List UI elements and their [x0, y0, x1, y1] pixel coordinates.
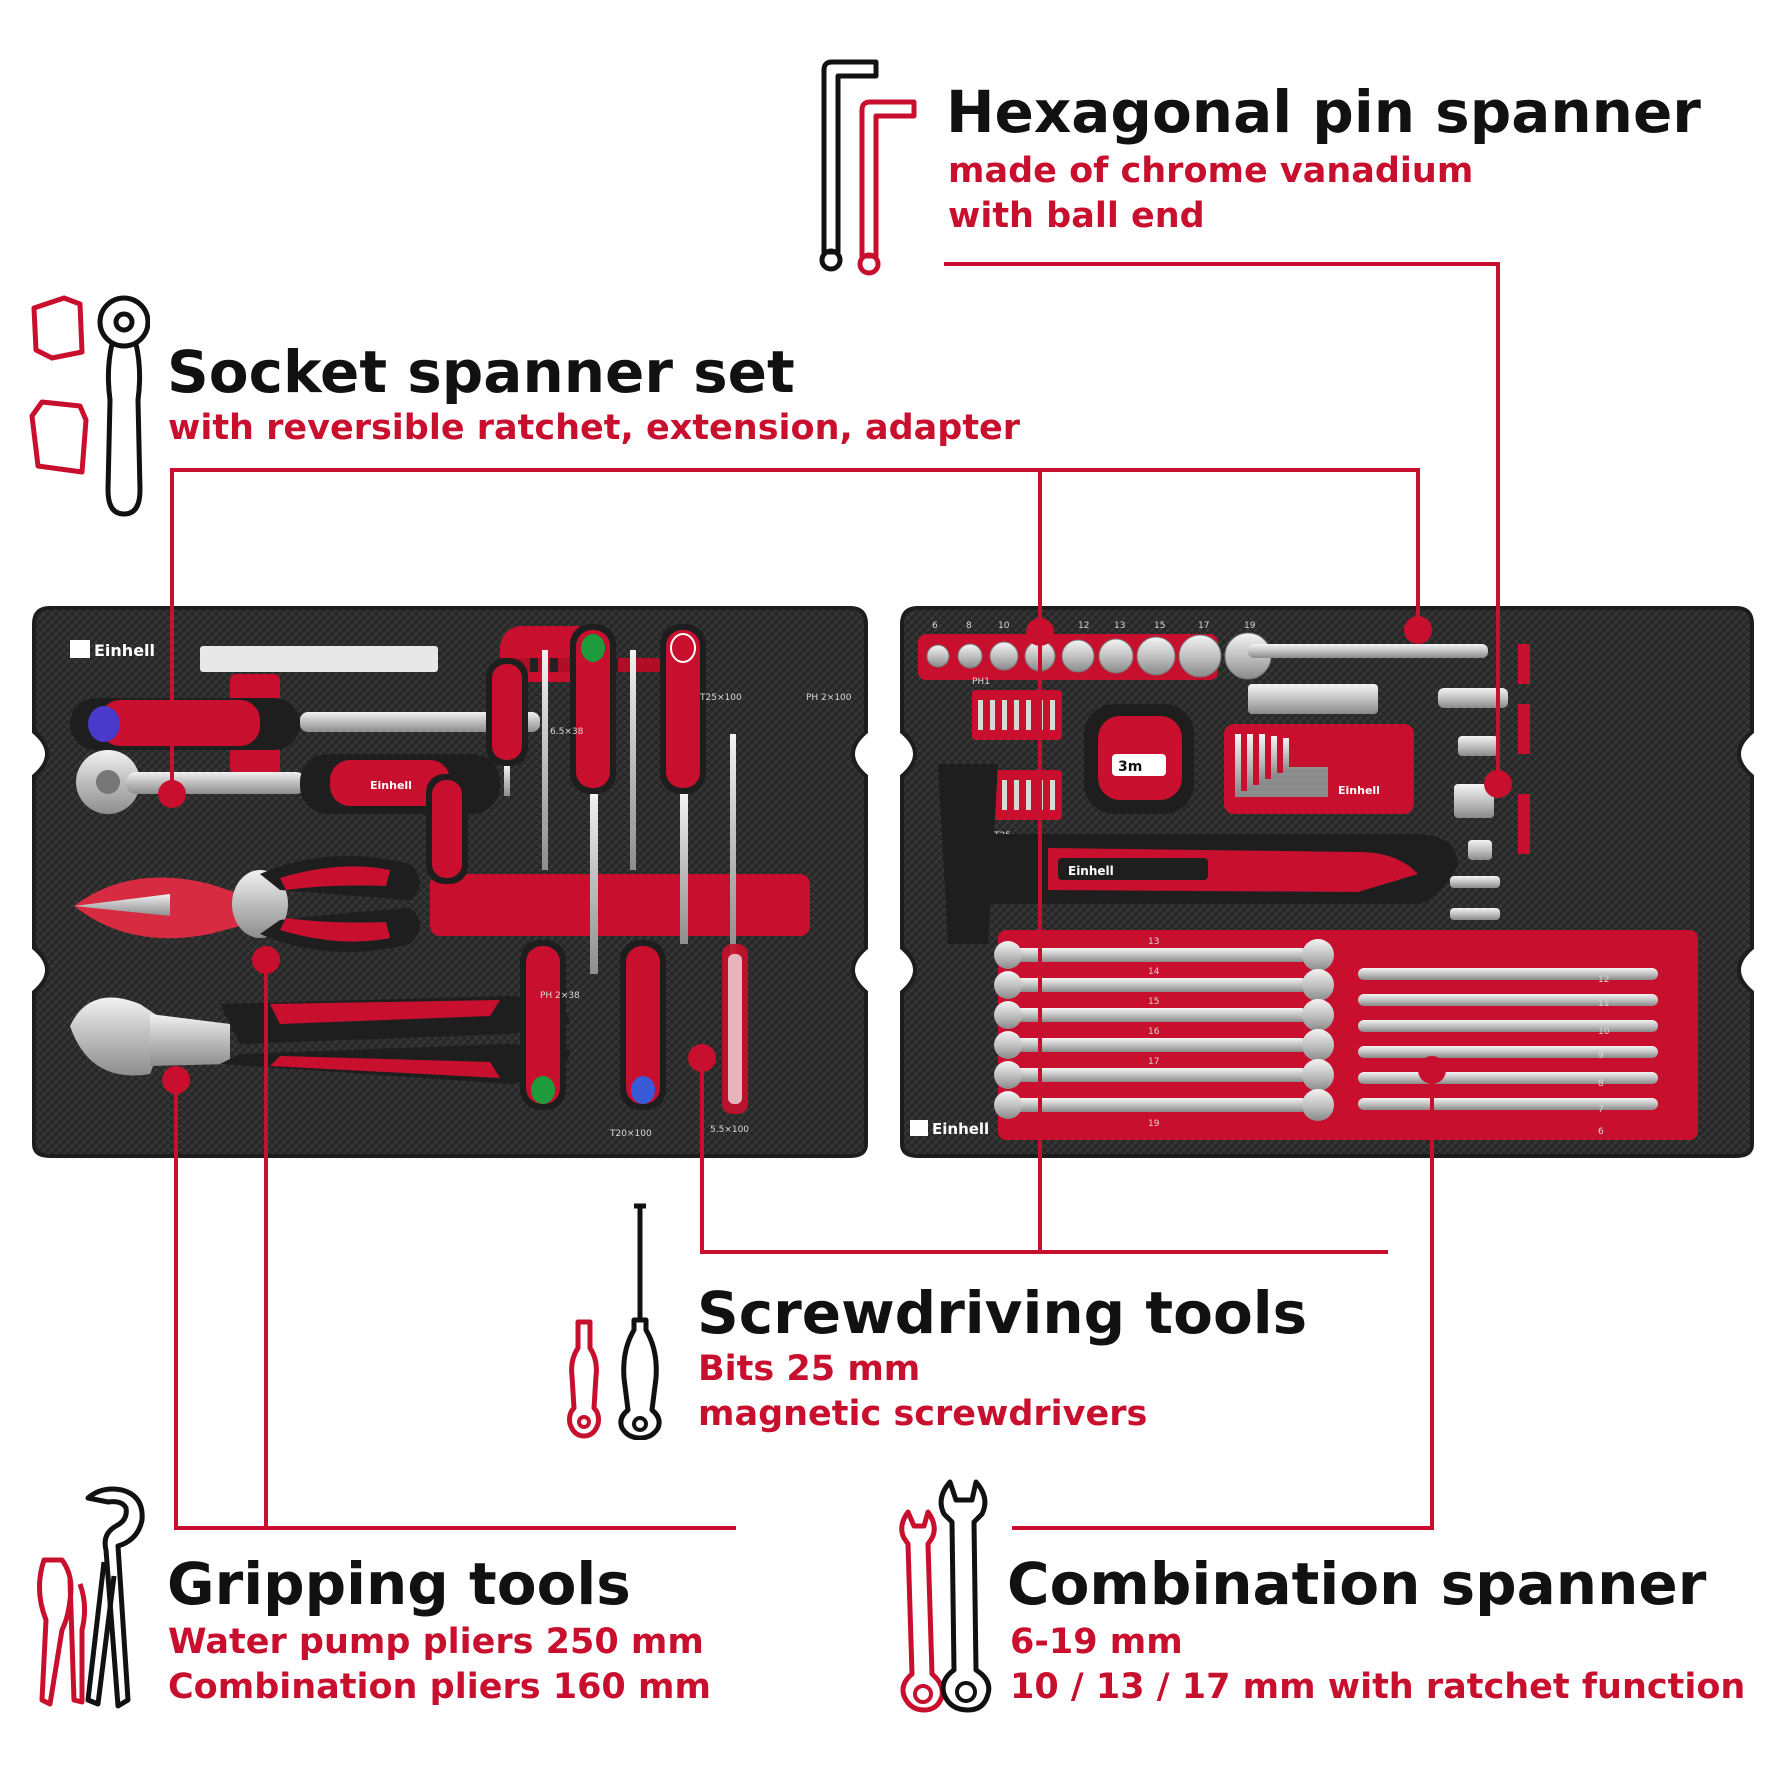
svg-text:Einhell: Einhell	[370, 779, 412, 792]
spanner-label-12: 12	[1598, 975, 1609, 985]
hex-line-2: with ball end	[948, 196, 1205, 236]
socket-label-19: 19	[1244, 621, 1256, 631]
socket-label-8: 8	[966, 621, 972, 631]
label-t20x100: T20×100	[609, 1129, 652, 1139]
spanner-label-10: 10	[1598, 1027, 1610, 1037]
right-tool-tray: 6 8 10 11 12 13 15 17 19 PH1 T25 3m Einh…	[900, 606, 1754, 1158]
screwdriver-icon	[567, 1203, 662, 1440]
spanner-label-8: 8	[1598, 1079, 1604, 1089]
label-ph2x38: PH 2×38	[540, 991, 580, 1001]
screw-line-1: Bits 25 mm	[698, 1349, 921, 1389]
einhell-logo-icon	[70, 640, 90, 658]
logo-left: Einhell	[94, 641, 155, 660]
spanner-label-14: 14	[1148, 967, 1160, 977]
einhell-logo-right-icon	[910, 1120, 928, 1136]
spanner-label-15: 15	[1148, 997, 1159, 1007]
combo-title: Combination spanner	[1007, 1550, 1707, 1618]
spanner-label-9: 9	[1598, 1051, 1604, 1061]
spanner-label-11: 11	[1598, 999, 1609, 1009]
tape-label: 3m	[1118, 759, 1142, 775]
hex-key-icon	[819, 59, 917, 276]
socket-label-10: 10	[998, 621, 1010, 631]
logo-right: Einhell	[932, 1120, 989, 1138]
bits-top-label: PH1	[972, 677, 990, 687]
socket-label-17: 17	[1198, 621, 1209, 631]
spanner-label-16: 16	[1148, 1027, 1160, 1037]
label-65x38: 6.5×38	[550, 727, 584, 737]
socket-label-12: 12	[1078, 621, 1089, 631]
spanner-label-6: 6	[1598, 1127, 1604, 1137]
socket-title: Socket spanner set	[167, 338, 795, 406]
grip-line-1: Water pump pliers 250 mm	[168, 1622, 704, 1662]
spanner-icon	[899, 1479, 992, 1713]
combo-line-1: 6-19 mm	[1010, 1622, 1183, 1662]
label-t25x100: T25×100	[699, 693, 742, 703]
label-55x100: 5.5×100	[710, 1125, 749, 1135]
label-ph2x100: PH 2×100	[806, 693, 852, 703]
grip-line-2: Combination pliers 160 mm	[168, 1667, 711, 1707]
socket-label-6: 6	[932, 621, 938, 631]
screw-line-2: magnetic screwdrivers	[698, 1394, 1148, 1434]
screw-title: Screwdriving tools	[697, 1279, 1308, 1347]
combo-line-2: 10 / 13 / 17 mm with ratchet function	[1010, 1667, 1746, 1707]
socket-ratchet-icon	[29, 295, 150, 517]
socket-line-1: with reversible ratchet, extension, adap…	[168, 408, 1021, 448]
spanner-label-19: 19	[1148, 1119, 1160, 1129]
socket-label-13: 13	[1114, 621, 1125, 631]
grip-title: Gripping tools	[167, 1550, 631, 1618]
svg-text:Einhell: Einhell	[1338, 784, 1380, 797]
socket-label-15: 15	[1154, 621, 1165, 631]
spanner-label-13: 13	[1148, 937, 1159, 947]
pliers-icon	[37, 1486, 145, 1709]
left-tool-tray: Einhell Einhell	[32, 606, 868, 1158]
hex-line-1: made of chrome vanadium	[948, 151, 1474, 191]
hammer-brand: Einhell	[1068, 864, 1114, 878]
hex-title: Hexagonal pin spanner	[946, 78, 1701, 146]
spanner-label-17: 17	[1148, 1057, 1159, 1067]
bit-holder	[200, 646, 438, 672]
spanner-label-7: 7	[1598, 1105, 1604, 1115]
